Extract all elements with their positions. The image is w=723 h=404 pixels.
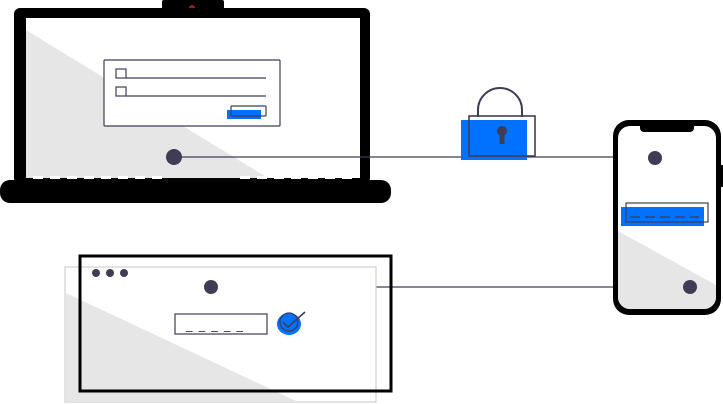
window-control-dot[interactable] <box>120 269 128 277</box>
password-placeholder: _ _ _ _ _ <box>185 318 244 333</box>
laptop-node[interactable] <box>166 149 182 165</box>
browser-window: _ _ _ _ _ <box>64 254 393 403</box>
browser-shade <box>66 293 296 401</box>
phone-top-node[interactable] <box>648 151 662 165</box>
laptop-camera-notch <box>162 0 224 10</box>
checkbox[interactable] <box>115 68 127 79</box>
login-form-card <box>103 59 281 127</box>
password-input[interactable] <box>174 313 268 335</box>
padlock-icon <box>461 87 536 160</box>
phone-submit-button[interactable] <box>621 202 709 226</box>
checkmark-circle-icon <box>277 311 306 335</box>
smartphone <box>613 120 723 315</box>
checkbox[interactable] <box>115 86 127 97</box>
phone-bottom-node[interactable] <box>683 280 697 294</box>
laptop-base <box>0 180 391 203</box>
laptop-keyboard-keys <box>33 176 352 179</box>
phone-side-button <box>720 165 723 187</box>
submit-button[interactable] <box>227 105 267 119</box>
window-control-dot[interactable] <box>106 269 114 277</box>
browser-frame <box>78 254 393 393</box>
window-control-dot[interactable] <box>92 269 100 277</box>
laptop <box>0 0 391 203</box>
phone-notch <box>640 120 694 132</box>
connection-nodes <box>166 149 697 294</box>
browser-node[interactable] <box>204 280 218 294</box>
